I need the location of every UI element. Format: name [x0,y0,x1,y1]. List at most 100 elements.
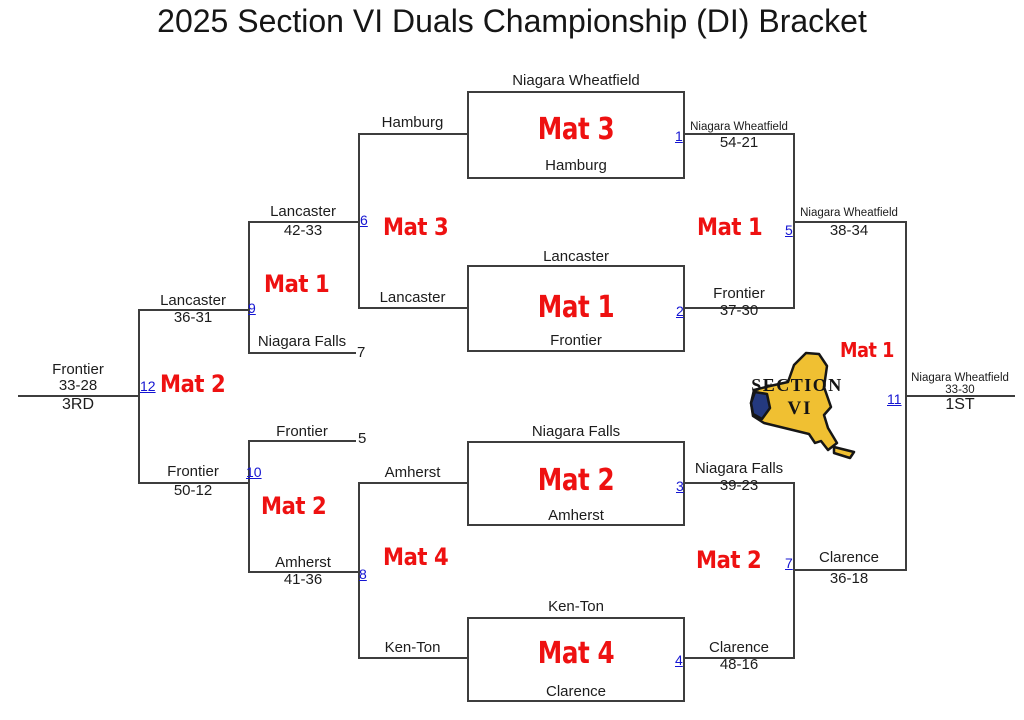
feed-team-label: Lancaster [379,289,446,306]
bottom-team-label: Hamburg [545,157,607,174]
score-label: 48-16 [719,656,759,673]
score-label: 54-21 [719,134,759,151]
match-box-2 [467,265,685,352]
bracket-connector [248,352,356,354]
score-label: 33-30 [945,384,975,396]
bracket-connector [793,569,905,571]
ny-state-shape [749,351,839,452]
bracket-connector [685,307,793,309]
bracket-connector [793,221,905,223]
bracket-connector [905,221,907,571]
match-number-link-2[interactable]: 2 [676,303,684,319]
winner-label: Amherst [275,554,331,571]
bracket-connector [138,309,140,484]
section-vi-logo: SECTION VI [749,351,856,460]
winner-label: Frontier [713,285,765,302]
bracket-connector [248,440,250,573]
score-label: 42-33 [283,222,323,239]
winner-label: Niagara Wheatfield [690,121,788,133]
bottom-team-label: Amherst [548,507,604,524]
seed-number: 5 [358,430,367,447]
top-team-label: Niagara Falls [531,423,621,440]
top-team-label: Ken-Ton [548,598,604,615]
mat-assignment-label: Mat 3 [537,112,615,147]
match-number-link-3[interactable]: 3 [676,478,684,494]
feed-team-label: Ken-Ton [384,639,441,656]
mat-assignment-label: Mat 1 [264,270,330,298]
match-number-link-7[interactable]: 7 [785,555,793,571]
match-number-link-8[interactable]: 8 [359,566,367,582]
match-number-link-12[interactable]: 12 [140,378,156,394]
bracket-connector [685,133,793,135]
place-label: 3RD [61,396,94,413]
bracket-connector [138,309,250,311]
bracket-connector [685,482,793,484]
bracket-connector [358,657,467,659]
bracket-connector [138,482,250,484]
winner-label: Niagara Wheatfield [800,207,898,219]
winner-label: Niagara Falls [694,460,784,477]
score-label: 36-18 [829,570,869,587]
match-box-4 [467,617,685,702]
bracket-connector [358,482,467,484]
match-number-link-1[interactable]: 1 [675,128,683,144]
bracket-connector [358,307,467,309]
mat-assignment-label: Mat 2 [696,546,762,574]
section-vi-region-shape [749,390,772,421]
mat-assignment-label: Mat 1 [537,290,615,325]
bracket-connector [358,482,360,659]
bracket-connector [358,133,467,135]
long-island-shape [832,445,856,460]
mat-assignment-label: Mat 2 [160,370,226,398]
winner-label: Lancaster [160,292,226,309]
match-number-link-4[interactable]: 4 [675,652,683,668]
mat-assignment-label: Mat 4 [537,636,615,671]
score-label: 50-12 [173,482,213,499]
mat-assignment-label: Mat 1 [697,213,763,241]
bye-team-label: Frontier [276,423,328,440]
place-label: 1ST [945,396,975,413]
bracket-connector [248,440,356,442]
bracket-title: 2025 Section VI Duals Championship (DI) … [157,3,867,39]
mat-assignment-label: Mat 2 [537,463,615,498]
match-number-link-10[interactable]: 10 [246,464,262,480]
seed-number: 7 [357,344,366,361]
bracket-connector [18,395,140,397]
score-label: 38-34 [829,222,869,239]
score-label: 39-23 [719,477,759,494]
match-number-link-6[interactable]: 6 [360,212,368,228]
mat-assignment-label: Mat 4 [383,543,449,571]
match-number-link-5[interactable]: 5 [785,222,793,238]
score-label: 37-30 [719,302,759,319]
logo-text-vi: VI [787,398,812,419]
bracket-connector [793,133,795,309]
mat-assignment-label: Mat 1 [840,338,894,362]
champion-label: Niagara Wheatfield [911,372,1009,384]
bracket-connector [248,221,250,354]
bracket-connector [905,395,1015,397]
match-box-1 [467,91,685,179]
bracket-connector [358,133,360,309]
feed-team-label: Amherst [384,464,441,481]
bye-team-label: Niagara Falls [257,333,347,350]
top-team-label: Lancaster [543,248,609,265]
score-label: 36-31 [173,309,213,326]
logo-text-section: SECTION [751,375,843,395]
score-label: 33-28 [58,377,98,394]
winner-label: Clarence [818,549,880,566]
bottom-team-label: Clarence [545,683,607,700]
bracket-connector [685,657,793,659]
bracket-connector [248,221,360,223]
winner-label: Frontier [167,463,219,480]
winner-label: Lancaster [270,203,336,220]
top-team-label: Niagara Wheatfield [512,72,640,89]
winner-label: Clarence [708,639,770,656]
bottom-team-label: Frontier [550,332,602,349]
winner-label: Frontier [52,361,104,378]
match-box-3 [467,441,685,526]
match-number-link-11[interactable]: 11 [887,391,902,407]
feed-team-label: Hamburg [381,114,444,131]
mat-assignment-label: Mat 2 [261,492,327,520]
match-number-link-9[interactable]: 9 [248,300,256,316]
